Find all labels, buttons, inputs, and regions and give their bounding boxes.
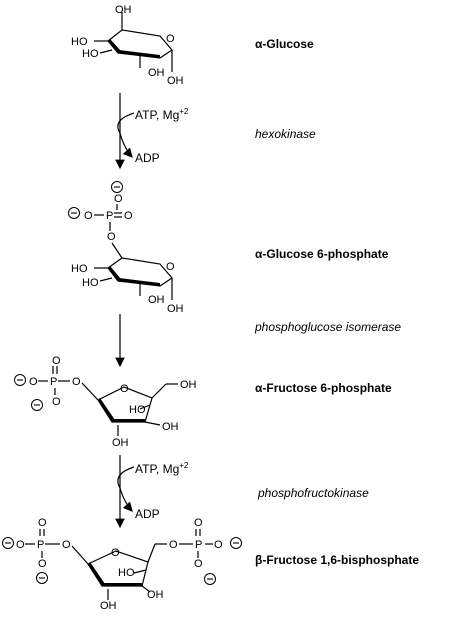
- svg-text:O: O: [166, 261, 175, 273]
- negative-charge-icon: [111, 181, 123, 193]
- enzyme-phosphofructokinase: phosphofructokinase: [258, 486, 369, 500]
- svg-text:O: O: [214, 539, 223, 551]
- svg-text:O: O: [169, 539, 178, 551]
- cofactor-adp-2: ADP: [135, 507, 160, 521]
- negative-charge-icon: [68, 207, 80, 219]
- svg-text:HO: HO: [118, 567, 135, 579]
- svg-text:O: O: [29, 376, 38, 388]
- svg-text:O: O: [111, 547, 120, 559]
- negative-charge-icon: [230, 537, 242, 549]
- cofactor-adp-1: ADP: [135, 151, 160, 165]
- svg-text:OH: OH: [148, 294, 165, 306]
- svg-text:OH: OH: [167, 303, 184, 315]
- svg-text:O: O: [38, 558, 47, 570]
- structure-alpha-glucose-6-phosphate: O O P O O HO HO O OH OH: [68, 181, 184, 315]
- svg-text:OH: OH: [100, 600, 117, 612]
- svg-text:O: O: [52, 355, 61, 367]
- svg-text:O: O: [38, 517, 47, 529]
- svg-text:O: O: [166, 33, 175, 45]
- arrow-step-1: [115, 93, 135, 170]
- svg-text:O: O: [194, 558, 203, 570]
- structure-beta-fructose-1-6-bisphosphate: O O P O O O P O O O: [2, 517, 242, 612]
- compound-alpha-glucose-6-phosphate: α-Glucose 6-phosphate: [255, 247, 389, 261]
- svg-text:P: P: [195, 539, 202, 551]
- svg-text:OH: OH: [112, 437, 129, 449]
- cofactor-atp-mg-2: ATP, Mg+2: [135, 461, 189, 476]
- compound-beta-fructose-1-6-bisphosphate: β-Fructose 1,6-bisphosphate: [255, 553, 420, 567]
- svg-text:OH: OH: [147, 589, 164, 601]
- negative-charge-icon: [31, 399, 43, 411]
- svg-text:O: O: [72, 376, 81, 388]
- arrow-step-3: [115, 455, 135, 529]
- svg-text:O: O: [84, 210, 93, 222]
- svg-text:P: P: [37, 539, 44, 551]
- svg-text:HO: HO: [82, 277, 99, 289]
- svg-text:OH: OH: [162, 421, 179, 433]
- svg-text:O: O: [194, 517, 203, 529]
- negative-charge-icon: [2, 537, 14, 549]
- negative-charge-icon: [204, 573, 216, 585]
- svg-text:P: P: [50, 376, 57, 388]
- svg-text:HO: HO: [71, 263, 88, 275]
- svg-text:OH: OH: [148, 67, 165, 79]
- svg-text:O: O: [124, 210, 133, 222]
- svg-text:P: P: [106, 210, 113, 222]
- svg-text:O: O: [120, 383, 129, 395]
- enzyme-hexokinase: hexokinase: [255, 127, 316, 141]
- svg-text:O: O: [114, 193, 123, 205]
- svg-text:OH: OH: [167, 75, 184, 87]
- svg-text:OH: OH: [180, 379, 197, 391]
- svg-text:HO: HO: [129, 404, 146, 416]
- svg-text:O: O: [52, 396, 61, 408]
- negative-charge-icon: [36, 572, 48, 584]
- svg-text:OH: OH: [115, 4, 132, 16]
- cofactor-atp-mg-1: ATP, Mg+2: [135, 107, 189, 122]
- svg-text:O: O: [62, 539, 71, 551]
- compound-alpha-glucose: α-Glucose: [255, 37, 314, 51]
- svg-text:O: O: [107, 231, 116, 243]
- svg-text:HO: HO: [82, 48, 99, 60]
- negative-charge-icon: [14, 374, 26, 386]
- compound-alpha-fructose-6-phosphate: α-Fructose 6-phosphate: [255, 381, 392, 395]
- enzyme-phosphoglucose-isomerase: phosphoglucose isomerase: [255, 320, 402, 334]
- structure-alpha-fructose-6-phosphate: O O P O O O OH HO OH OH: [14, 355, 197, 449]
- svg-text:O: O: [16, 539, 25, 551]
- structure-alpha-glucose: OH HO HO O OH OH: [71, 4, 184, 87]
- svg-text:HO: HO: [71, 36, 88, 48]
